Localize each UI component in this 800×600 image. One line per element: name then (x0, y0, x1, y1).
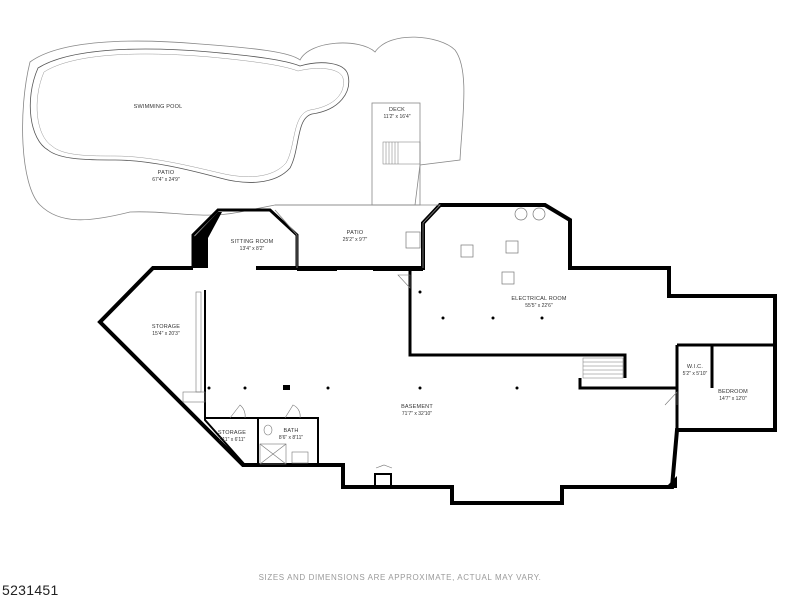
bedroom-label: BEDROOM (718, 389, 748, 395)
disclaimer-text: SIZES AND DIMENSIONS ARE APPROXIMATE, AC… (258, 573, 542, 582)
patio-small-outline (274, 204, 441, 268)
storage-left-label: STORAGE (152, 324, 180, 330)
patio-large-dims: 67'4" x 24'9" (152, 177, 180, 183)
sitting-room-label: SITTING ROOM (231, 239, 274, 245)
electrical-room-wall (408, 268, 627, 378)
equipment-box (460, 244, 474, 258)
bath-wall (205, 417, 319, 465)
bedroom-dims: 14'7" x 12'0" (719, 396, 747, 402)
bath-fixtures (259, 424, 309, 465)
deck-dims: 11'2" x 16'4" (383, 114, 410, 120)
patio-wall-segment-2 (373, 266, 423, 271)
deck-stairs (382, 141, 421, 165)
swimming-pool-label: SWIMMING POOL (134, 104, 183, 110)
patio-small-dims: 25'2" x 9'7" (343, 237, 368, 243)
storage-small-label: STORAGE (218, 430, 246, 436)
storage-small-dims: 7'11" x 6'11" (219, 437, 246, 443)
swimming-pool-outline (29, 48, 350, 183)
wic-wall (675, 343, 775, 430)
swimming-pool-inner-outline (36, 53, 344, 177)
wic-dims: 5'2" x 5'10" (683, 371, 708, 377)
tank-icon-2 (532, 207, 546, 221)
support-columns (207, 290, 544, 390)
bath-dims: 8'6" x 8'11" (279, 435, 303, 441)
patio-large-label: PATIO (158, 170, 175, 176)
tank-icon (514, 207, 528, 221)
deck-label: DECK (389, 107, 405, 113)
sitting-room-dims: 13'4" x 8'2" (240, 246, 265, 252)
storage-ledge (182, 391, 206, 403)
stairs (582, 357, 624, 379)
listing-id: 5231451 (2, 582, 59, 598)
sitting-room-wall-fill (193, 212, 222, 268)
electrical-room-dims: 55'5" x 22'6" (525, 303, 553, 309)
basement-dims: 71'7" x 32'10" (402, 411, 432, 417)
storage-left-dims: 15'4" x 20'3" (152, 331, 180, 337)
patio-outline (22, 36, 465, 221)
basement-label: BASEMENT (401, 404, 433, 410)
electrical-room-label: ELECTRICAL ROOM (511, 296, 567, 302)
door-swings (229, 274, 678, 469)
bath-label: BATH (283, 428, 298, 434)
patio-small-label: PATIO (347, 230, 364, 236)
basement-alcove (374, 473, 392, 487)
equipment-box-4 (405, 231, 421, 249)
wic-label: W.I.C. (687, 364, 703, 370)
equipment-box-3 (501, 271, 515, 285)
bedroom-corner (665, 476, 677, 488)
stair-wall (578, 378, 677, 390)
patio-wall-segment (297, 266, 337, 271)
equipment-box-2 (505, 240, 519, 254)
storage-wall (204, 290, 246, 466)
storage-shelf (195, 291, 202, 393)
